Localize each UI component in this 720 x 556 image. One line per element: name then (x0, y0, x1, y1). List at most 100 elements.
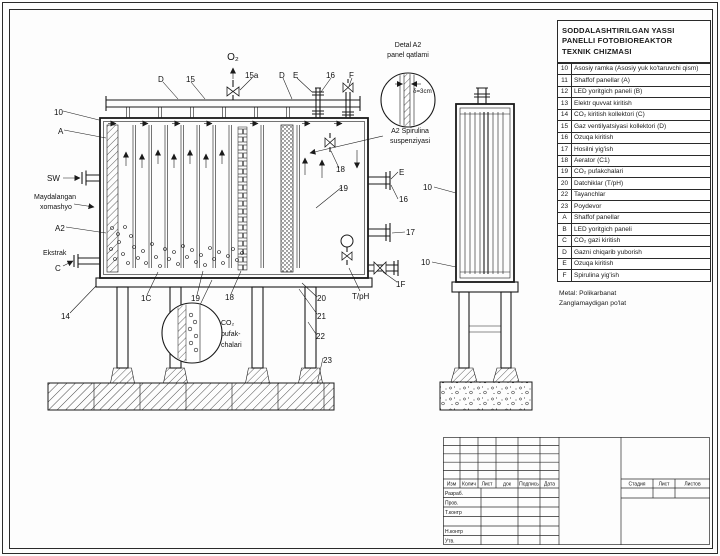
label-15: 15 (186, 75, 195, 84)
label-o2: O₂ (227, 52, 239, 63)
stamp-nkontr: Н.контр (445, 529, 463, 535)
part-label: Gazni chiqarib yuborish (571, 246, 711, 259)
title-line-2: PANELLI FOTOBIOREAKTOR (562, 36, 673, 46)
aerator-column (237, 126, 248, 271)
part-label: LED yoritgich paneli (B) (571, 85, 711, 99)
part-number: F (557, 269, 572, 282)
part-label: CO₂ gazi kiritish (571, 234, 711, 248)
part-label: CO₂ kiritish kollektori (C) (571, 108, 711, 122)
stamp-listov: Листов (684, 482, 701, 488)
part-number: 17 (557, 143, 572, 156)
stamp-utv: Утв. (445, 539, 455, 545)
part-label: Poydevor (571, 200, 711, 213)
label-10c: 10 (421, 258, 430, 267)
part-number: 15 (557, 120, 572, 133)
stamp-tkontr: Т.контр (445, 510, 462, 516)
stamp-col-kolich: Колич (462, 482, 476, 488)
label-20: 20 (317, 294, 326, 303)
label-1f: 1F (396, 280, 405, 289)
stamp-list: Лист (659, 482, 671, 488)
sensor-gauge (340, 234, 354, 265)
extract-outlet (62, 254, 100, 268)
label-19a: 19 (191, 294, 200, 303)
part-number: 12 (557, 85, 572, 99)
part-label: Asosiy ramka (Asosiy yuk ko'taruvchi qis… (571, 62, 711, 76)
title-line-3: TEXNIK CHIZMASI (562, 46, 632, 56)
label-c: C (55, 264, 61, 273)
bottom-collector (95, 277, 373, 288)
raw-material-arrow (73, 203, 95, 210)
drain-pipe (368, 260, 399, 276)
label-detail-a2-1: Detal A2 (395, 42, 422, 49)
side-view (439, 87, 533, 411)
part-number: 19 (557, 165, 572, 179)
label-co2-2: pufak- (221, 331, 241, 338)
feed-fitting (312, 87, 324, 118)
label-feed-1: Maydalangan (34, 194, 76, 201)
label-e1: E (293, 71, 298, 80)
manifold-stubs (126, 107, 290, 118)
part-label: Ozuqa kiritish (571, 131, 711, 145)
part-number: 10 (557, 62, 572, 76)
label-19b: 19 (339, 184, 348, 193)
part-number: 14 (557, 108, 572, 122)
part-number: 22 (557, 188, 572, 202)
label-delta: δ=3cm (413, 88, 432, 95)
label-21: 21 (317, 312, 326, 321)
front-view (47, 67, 399, 411)
part-label: Ozuqa kiritish (571, 257, 711, 271)
label-17: 17 (406, 228, 415, 237)
label-a: A (58, 127, 64, 136)
harvest-fitting (342, 79, 354, 118)
co2-bubbles (109, 225, 244, 268)
label-co2-3: chalari (221, 342, 242, 349)
label-f: F (349, 71, 354, 80)
part-label: LED yoritgich paneli (571, 223, 711, 236)
material-line-1: Metal: Polikarbanat (559, 289, 617, 297)
stamp-col-podpis: Подпись (519, 482, 539, 488)
part-number: 13 (557, 97, 572, 110)
part-label: Shaffof panellar (571, 211, 711, 225)
drawing-title: SODDALASHTIRILGAN YASSI PANELLI FOTOBIOR… (557, 20, 711, 63)
label-a2: A2 (55, 224, 65, 233)
label-co2-1: CO₂ (221, 320, 235, 327)
stamp-col-dok: док (503, 482, 512, 488)
internal-valve (324, 133, 336, 152)
label-detail-a2-2: panel qatlami (387, 52, 429, 59)
detail-a2 (309, 72, 436, 155)
part-number: E (557, 257, 572, 271)
support-legs (110, 286, 323, 384)
material-line-2: Zanglamaydigan po'lat (559, 300, 627, 308)
part-number: 18 (557, 154, 572, 167)
label-suspension-1: A2 Spirulina (391, 128, 429, 135)
part-label: Shaffof panellar (A) (571, 74, 711, 87)
part-label: Hosilni yig'ish (571, 143, 711, 156)
stamp-col-izm: Изм (447, 482, 457, 488)
part-label: Aerator (C1) (571, 154, 711, 167)
part-label: Datchiklar (T/pH) (571, 177, 711, 190)
photobioreactor-drawing: O₂ D 15 15a D E 16 F 10 A SW Maydalangan… (34, 42, 533, 411)
label-18b: 18 (336, 165, 345, 174)
stamp-col-data: Дата (544, 482, 555, 488)
sheet-frame-inner (9, 9, 713, 549)
led-panel (280, 124, 294, 273)
part-number: C (557, 234, 572, 248)
nutrient-fitting-right (368, 171, 391, 190)
label-16b: 16 (399, 195, 408, 204)
